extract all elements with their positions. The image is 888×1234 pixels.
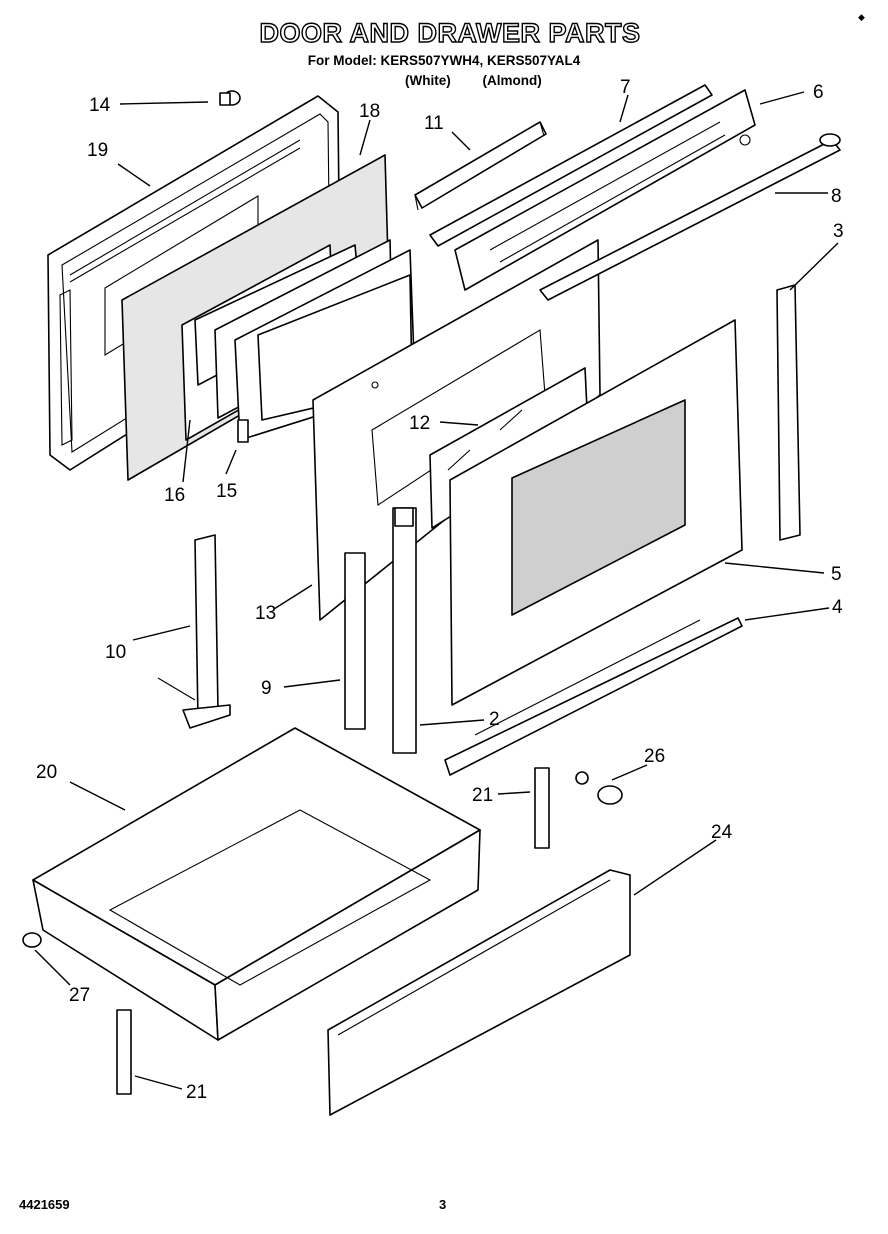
callout-15: 15 (216, 481, 237, 502)
callout-21-upper: 21 (472, 785, 493, 806)
callout-11: 11 (424, 113, 444, 134)
callout-24: 24 (711, 822, 733, 843)
callout-10: 10 (105, 642, 126, 663)
callout-16: 16 (164, 485, 185, 506)
callout-2: 2 (489, 709, 500, 730)
callout-4: 4 (832, 597, 843, 618)
callout-6: 6 (813, 82, 824, 103)
part-6-top-channel (454, 89, 756, 291)
part-21-drawer-slide-upper (534, 767, 550, 849)
model-numbers: For Model: KERS507YWH4, KERS507YAL4 (307, 53, 581, 68)
callout-21-lower: 21 (186, 1082, 207, 1103)
callout-12: 12 (409, 413, 430, 434)
part-8-handle-rod (539, 133, 841, 301)
page-title: DOOR AND DRAWER PARTS (259, 17, 641, 48)
part-10-door-hinge (157, 534, 231, 729)
leader-lines (34, 91, 839, 1090)
callout-20: 20 (36, 762, 57, 783)
callout-3: 3 (833, 221, 844, 242)
callout-7: 7 (620, 77, 631, 98)
variant-white: (White) (405, 73, 451, 88)
callout-13: 13 (255, 603, 276, 624)
part-4-bottom-channel (444, 617, 743, 776)
part-5-outer-door-panel (449, 319, 743, 706)
callout-8: 8 (831, 186, 842, 207)
part-26-drawer-roller (575, 771, 623, 805)
part-7-vent-trim (429, 84, 713, 247)
callout-18: 18 (359, 101, 380, 122)
callout-5: 5 (831, 564, 842, 585)
part-14-door-stop (219, 90, 241, 106)
variant-almond: (Almond) (482, 73, 542, 88)
part-24-drawer-panel (327, 869, 631, 1116)
part-21-drawer-slide-lower (116, 1009, 132, 1095)
document-number: 4421659 (19, 1197, 70, 1212)
callout-14: 14 (89, 95, 111, 116)
part-20-drawer-body (32, 727, 481, 1041)
part-9-side-strip (344, 552, 366, 730)
callout-26: 26 (644, 746, 665, 767)
part-2-hinge-receiver (392, 507, 417, 754)
callout-labels: 14 19 18 11 7 6 8 3 12 16 15 5 13 4 10 9… (36, 77, 844, 1103)
part-27-drawer-stop (22, 932, 42, 948)
page-number: 3 (439, 1197, 447, 1212)
color-variants: (White) (Almond) (405, 73, 570, 88)
part-11-handle-bracket (414, 121, 547, 211)
callout-19: 19 (87, 140, 108, 161)
callout-9: 9 (261, 678, 272, 699)
callout-27: 27 (69, 985, 90, 1006)
part-3-side-trim (776, 284, 801, 541)
corner-mark-icon: ◆ (858, 12, 865, 22)
